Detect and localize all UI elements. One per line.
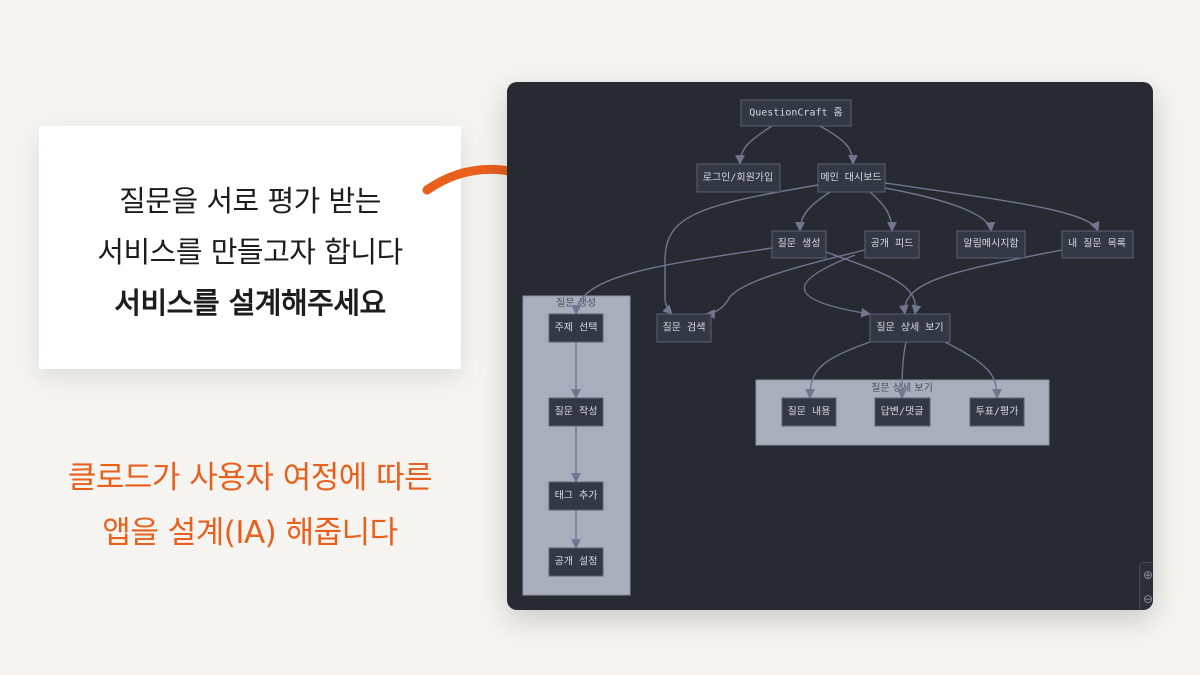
zoom-out-icon[interactable]: ⊖ bbox=[1143, 592, 1153, 606]
svg-text:질문 검색: 질문 검색 bbox=[663, 322, 706, 334]
node-dashboard[interactable]: 메인 대시보드 bbox=[817, 163, 886, 193]
svg-text:메인 대시보드: 메인 대시보드 bbox=[820, 172, 881, 184]
zoom-controls: ⊕ ⊖ bbox=[1139, 562, 1153, 610]
node-tag[interactable]: 태그 추가 bbox=[548, 481, 604, 511]
svg-text:공개 설정: 공개 설정 bbox=[555, 556, 598, 568]
prompt-line-1: 질문을 서로 평가 받는 bbox=[119, 184, 381, 218]
node-topic[interactable]: 주제 선택 bbox=[548, 313, 604, 343]
svg-text:질문 내용: 질문 내용 bbox=[788, 406, 831, 418]
svg-text:알림메시지함: 알림메시지함 bbox=[963, 238, 1018, 250]
caption-line-1: 클로드가 사용자 여정에 따른 bbox=[67, 460, 433, 496]
svg-text:주제 선택: 주제 선택 bbox=[555, 322, 598, 334]
node-feed[interactable]: 공개 피드 bbox=[864, 230, 920, 259]
svg-text:질문 생성: 질문 생성 bbox=[778, 238, 821, 250]
node-detail[interactable]: 질문 상세 보기 bbox=[869, 313, 951, 343]
svg-text:질문 상세 보기: 질문 상세 보기 bbox=[876, 322, 943, 334]
node-mylist[interactable]: 내 질문 목록 bbox=[1061, 230, 1134, 259]
prompt-line-2: 서비스를 만들고자 합니다 bbox=[97, 235, 403, 269]
node-search[interactable]: 질문 검색 bbox=[656, 313, 712, 343]
svg-text:답변/댓글: 답변/댓글 bbox=[881, 406, 924, 418]
node-answer[interactable]: 답변/댓글 bbox=[874, 397, 931, 427]
caption-line-2: 앱을 설계(IA) 해줍니다 bbox=[102, 515, 398, 551]
zoom-in-icon[interactable]: ⊕ bbox=[1143, 568, 1153, 582]
prompt-line-3: 서비스를 설계해주세요 bbox=[114, 286, 386, 320]
svg-text:질문 생성: 질문 생성 bbox=[556, 297, 596, 309]
svg-text:QuestionCraft 홈: QuestionCraft 홈 bbox=[749, 106, 843, 119]
svg-text:투표/평가: 투표/평가 bbox=[976, 406, 1019, 418]
node-notify[interactable]: 알림메시지함 bbox=[956, 230, 1026, 259]
node-write[interactable]: 질문 작성 bbox=[548, 397, 604, 427]
svg-text:내 질문 목록: 내 질문 목록 bbox=[1068, 238, 1126, 250]
node-home[interactable]: QuestionCraft 홈 bbox=[740, 99, 852, 127]
svg-text:로그인/회원가입: 로그인/회원가입 bbox=[703, 171, 773, 184]
svg-text:질문 작성: 질문 작성 bbox=[555, 406, 598, 418]
node-create[interactable]: 질문 생성 bbox=[771, 230, 827, 259]
node-public[interactable]: 공개 설정 bbox=[548, 547, 604, 577]
node-content[interactable]: 질문 내용 bbox=[781, 397, 837, 427]
prompt-card: 질문을 서로 평가 받는 서비스를 만들고자 합니다 서비스를 설계해주세요 bbox=[39, 126, 461, 369]
node-vote[interactable]: 투표/평가 bbox=[969, 397, 1025, 427]
edges bbox=[571, 125, 1100, 549]
node-login[interactable]: 로그인/회원가입 bbox=[696, 163, 781, 193]
svg-text:공개 피드: 공개 피드 bbox=[871, 238, 914, 250]
svg-text:태그 추가: 태그 추가 bbox=[555, 490, 598, 502]
diagram-canvas[interactable]: 질문 생성 질문 상세 보기 QuestionCraft 홈 bbox=[507, 82, 1153, 610]
